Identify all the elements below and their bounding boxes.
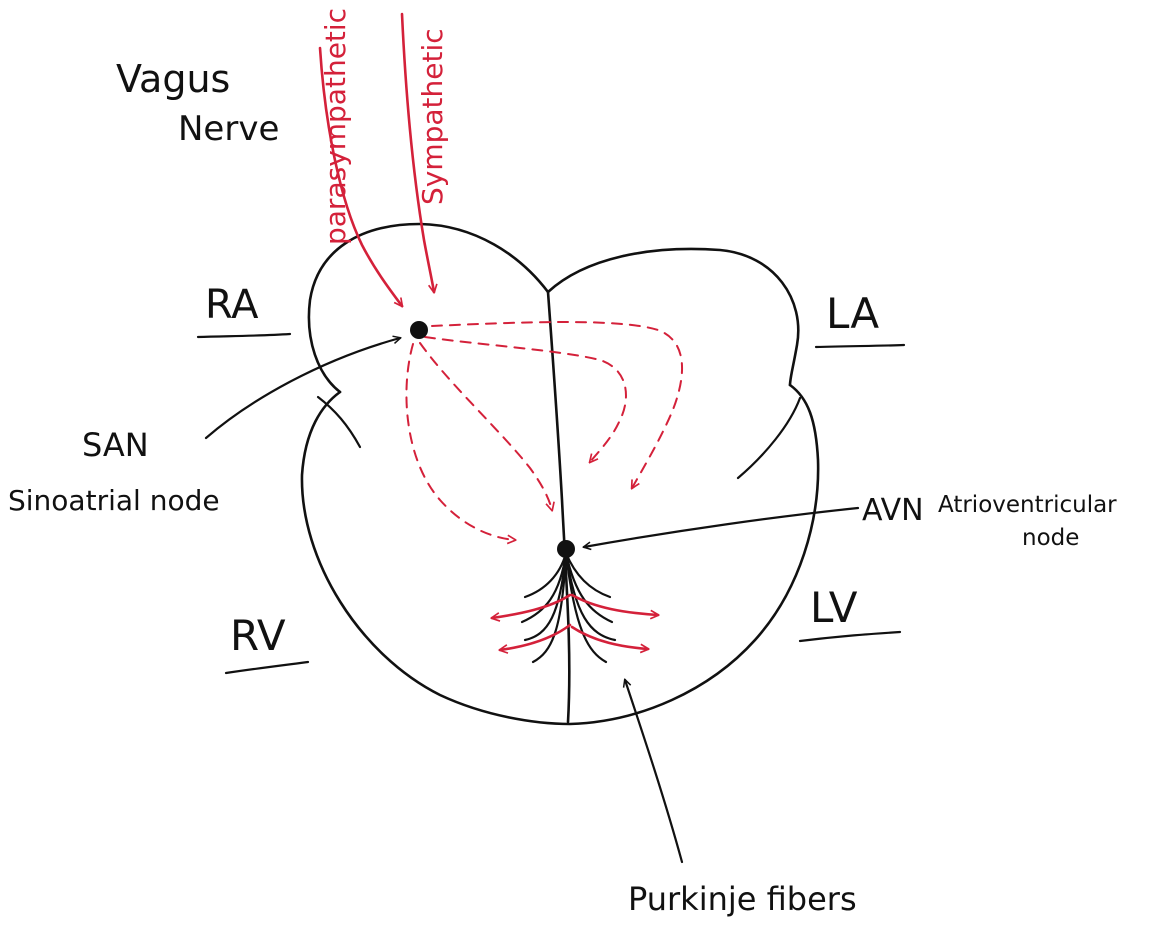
avn-node-dot bbox=[557, 540, 575, 558]
heart-outline bbox=[302, 224, 818, 724]
san-full-label: Sinoatrial node bbox=[8, 484, 220, 517]
avn-pointer-arrow bbox=[584, 508, 858, 547]
san-node-dot bbox=[410, 321, 428, 339]
lv-label: LV bbox=[810, 583, 858, 632]
vagus-label-line2: Nerve bbox=[178, 109, 279, 149]
right-av-boundary bbox=[318, 397, 360, 447]
san-pointer-arrow bbox=[206, 338, 400, 438]
purkinje-label: Purkinje fibers bbox=[628, 880, 857, 918]
rv-label: RV bbox=[230, 611, 286, 660]
vagus-label-line1: Vagus bbox=[116, 57, 230, 101]
avn-label: AVN bbox=[862, 493, 924, 528]
san-label: SAN bbox=[82, 426, 149, 464]
label-pointers bbox=[206, 338, 858, 862]
left-av-boundary bbox=[738, 398, 800, 478]
sympathetic-label: Sympathetic bbox=[416, 28, 449, 205]
right-atrium-outline bbox=[309, 224, 548, 392]
septum bbox=[548, 292, 569, 722]
ra-label: RA bbox=[205, 282, 259, 328]
conduction-pathways bbox=[406, 322, 682, 540]
parasympathetic-label: parasympathetic bbox=[319, 8, 352, 245]
avn-full-label-line1: Atrioventricular bbox=[938, 492, 1117, 518]
avn-full-label-line2: node bbox=[1022, 525, 1079, 551]
la-label: LA bbox=[826, 289, 879, 338]
left-atrium-outline bbox=[548, 249, 798, 385]
